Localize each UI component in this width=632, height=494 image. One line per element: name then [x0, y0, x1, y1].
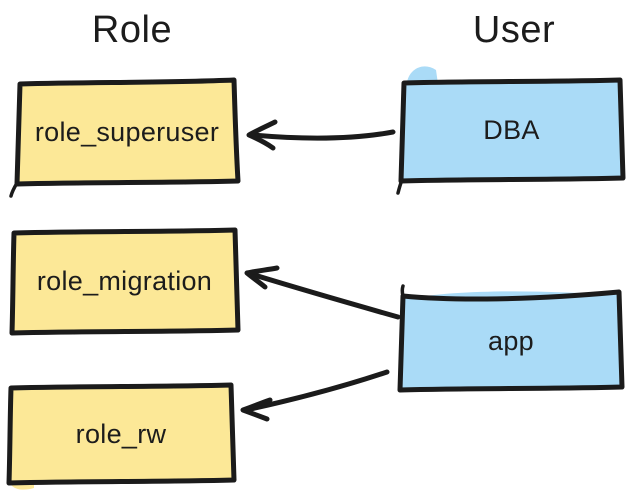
- role-box-rw: [6, 382, 237, 486]
- arrow-app-to-role-migration: [244, 265, 401, 320]
- role-box-superuser: [14, 77, 241, 187]
- user-box-dba-corner-flick: [396, 178, 404, 195]
- arrow-dba-to-role-superuser: [246, 119, 396, 151]
- arrow-app-to-role-migration-head: [244, 265, 280, 290]
- user-box-app-corner-flick: [400, 284, 405, 298]
- arrow-app-to-role-rw-head: [240, 397, 273, 422]
- arrow-app-to-role-rw: [240, 369, 390, 422]
- role-box-migration-label: role_migration: [36, 265, 213, 296]
- arrow-app-to-role-migration-shaft: [248, 271, 401, 320]
- role-box-migration: [9, 227, 241, 336]
- role-box-superuser-corner-flick: [9, 181, 19, 198]
- user-box-app: [397, 289, 625, 393]
- user-box-dba-label: DBA: [483, 114, 540, 145]
- column-header-role: Role: [91, 9, 173, 51]
- user-box-dba: [398, 77, 626, 184]
- role-box-rw-label: role_rw: [75, 418, 167, 449]
- arrow-dba-to-role-superuser-head: [246, 119, 278, 151]
- arrow-dba-to-role-superuser-shaft: [249, 129, 396, 141]
- role-box-superuser-label: role_superuser: [34, 116, 220, 147]
- user-box-app-label: app: [488, 326, 534, 356]
- arrow-app-to-role-rw-shaft: [243, 369, 390, 413]
- column-header-user: User: [472, 9, 556, 51]
